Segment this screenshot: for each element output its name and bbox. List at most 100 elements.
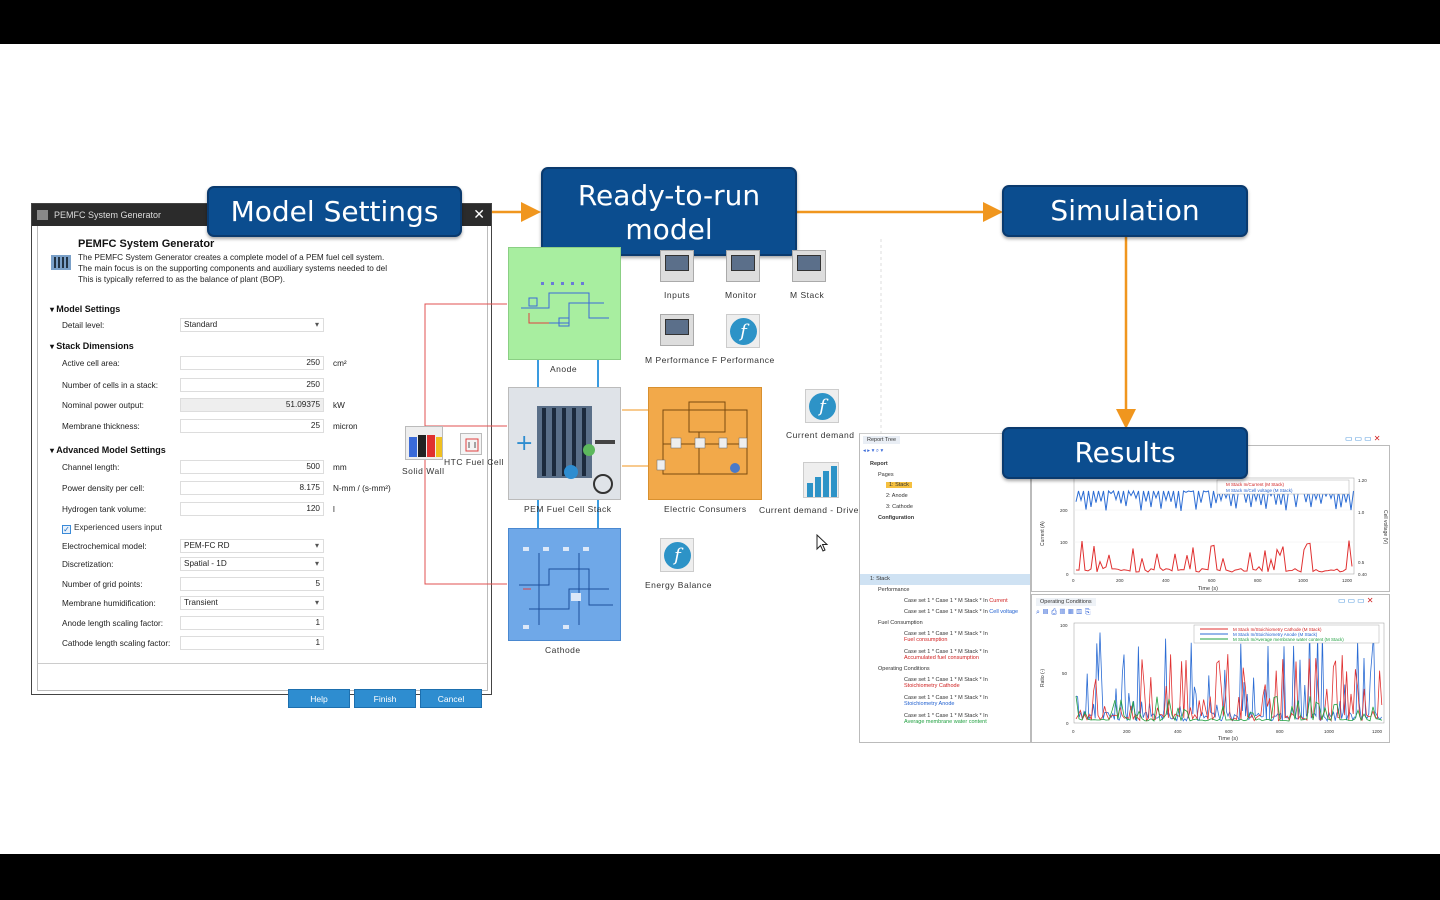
fuel-cell-stack-icon: + <box>515 406 615 494</box>
chart2-legend-cathode: M Stack In/Stoichiometry Cathode (M Stac… <box>1233 627 1322 632</box>
channel-length-unit: mm <box>333 463 347 472</box>
cancel-button[interactable]: Cancel <box>420 689 482 708</box>
stack-node-header <box>860 574 1030 585</box>
tick: 0.40 <box>1358 572 1367 577</box>
experienced-users-checkbox[interactable]: ✓Experienced users input <box>62 523 162 534</box>
tree-item-report[interactable]: Report <box>870 461 888 467</box>
svg-text:+: + <box>515 431 533 456</box>
group-fuel-consumption[interactable]: Fuel Consumption <box>878 620 923 626</box>
chart-bars-icon[interactable] <box>803 462 839 498</box>
tick: 800 <box>1276 729 1284 734</box>
mouse-cursor-icon <box>816 534 829 552</box>
discretization-select[interactable]: Spatial - 1D <box>180 557 324 571</box>
electric-consumers-icon <box>656 401 748 475</box>
electric-caption: Electric Consumers <box>664 504 747 514</box>
anode-block[interactable] <box>508 247 621 360</box>
electrochemical-model-label: Electrochemical model: <box>62 542 147 551</box>
active-cell-area-input[interactable]: 250 <box>180 356 324 370</box>
chart2-legend-anode: M Stack In/Stoichiometry Anode (M Stack) <box>1233 632 1318 637</box>
dialog-heading: PEMFC System Generator <box>78 238 215 250</box>
cathode-block[interactable] <box>508 528 621 641</box>
cathode-scaling-input[interactable]: 1 <box>180 636 324 650</box>
section-stack-dimensions[interactable]: Stack Dimensions <box>50 341 134 351</box>
channel-length-label: Channel length: <box>62 463 120 472</box>
m-stack-caption: M Stack <box>790 290 825 300</box>
section-advanced-settings[interactable]: Advanced Model Settings <box>50 445 166 455</box>
group-operating-conditions[interactable]: Operating Conditions <box>878 666 930 672</box>
help-button[interactable]: Help <box>288 689 350 708</box>
current-demand-caption: Current demand <box>786 430 855 440</box>
results-banner: Results <box>1002 427 1248 479</box>
electric-consumers-block[interactable] <box>648 387 762 500</box>
ready-line-1: Ready-to-run <box>577 179 761 212</box>
membrane-thickness-label: Membrane thickness: <box>62 422 140 431</box>
tick: 600 <box>1225 729 1233 734</box>
detail-level-label: Detail level: <box>62 321 105 330</box>
htc-icon <box>465 438 479 452</box>
desc-line: The PEMFC System Generator creates a com… <box>78 253 385 262</box>
tree-item-anode[interactable]: 2: Anode <box>886 493 908 499</box>
nominal-power-readonly: 51.09375 <box>180 398 324 412</box>
tree-item-configuration[interactable]: Configuration <box>878 515 915 521</box>
tree-item-stack[interactable]: 1: Stack <box>886 482 912 488</box>
anode-scaling-input[interactable]: 1 <box>180 616 324 630</box>
function-icon[interactable]: f <box>805 389 839 423</box>
chart1-svg: M Stack In/Current (M Stack) M Stack In/… <box>1040 477 1388 592</box>
tree-item-pages[interactable]: Pages <box>878 472 894 478</box>
monitor-caption: Monitor <box>725 290 757 300</box>
tick: 1000 <box>1298 578 1309 583</box>
tick: 50 <box>1062 671 1068 676</box>
membrane-thickness-unit: micron <box>333 422 358 431</box>
group-performance[interactable]: Performance <box>878 587 910 593</box>
series-entry[interactable]: Case set 1 * Case 1 * M Stack * In Cell … <box>904 609 1019 615</box>
membrane-thickness-input[interactable]: 25 <box>180 419 324 433</box>
function-icon[interactable]: f <box>660 538 694 572</box>
operating-conditions-tab[interactable]: Operating Conditions <box>1036 598 1096 606</box>
finish-button[interactable]: Finish <box>354 689 416 708</box>
section-model-settings[interactable]: Model Settings <box>50 304 120 314</box>
power-density-input[interactable]: 8.175 <box>180 481 324 495</box>
solid-wall-block[interactable] <box>405 426 443 460</box>
power-density-label: Power density per cell: <box>62 484 145 493</box>
chart1-legend-current: M Stack In/Current (M Stack) <box>1226 482 1285 487</box>
discretization-label: Discretization: <box>62 560 114 569</box>
stack-node[interactable]: 1: Stack <box>870 576 890 582</box>
experienced-users-label: Experienced users input <box>74 523 162 532</box>
electrochemical-model-select[interactable]: PEM-FC RD <box>180 539 324 553</box>
chart-toolbar[interactable]: ⌕▤⎙▥▦▧⎘ <box>1036 609 1094 616</box>
grid-points-label: Number of grid points: <box>62 580 143 589</box>
cells-in-stack-input[interactable]: 250 <box>180 378 324 392</box>
h2-tank-volume-unit: l <box>333 505 335 514</box>
membrane-humidification-select[interactable]: Transient <box>180 596 324 610</box>
channel-length-input[interactable]: 500 <box>180 460 324 474</box>
active-cell-area-label: Active cell area: <box>62 359 120 368</box>
window-controls[interactable]: ▭▭▭✕ <box>1338 596 1376 605</box>
series-entry[interactable]: Case set 1 * Case 1 * M Stack * In Curre… <box>904 598 1008 604</box>
function-icon[interactable]: f <box>726 314 760 348</box>
tree-item-cathode[interactable]: 3: Cathode <box>886 504 913 510</box>
monitor-icon[interactable] <box>660 250 694 282</box>
report-tree-tab[interactable]: Report Tree <box>863 436 901 444</box>
toolbar-icons[interactable]: ◂ ▸ ▾ ⌕ ▾ <box>863 448 884 454</box>
fuel-cell-stack-block[interactable]: + <box>508 387 621 500</box>
dialog-description: The PEMFC System Generator creates a com… <box>78 252 418 285</box>
monitor-icon[interactable] <box>726 250 760 282</box>
close-icon[interactable]: ✕ <box>473 206 485 222</box>
h2-tank-volume-input[interactable]: 120 <box>180 502 324 516</box>
tick: 0 <box>1072 578 1075 583</box>
grid-points-input[interactable]: 5 <box>180 577 324 591</box>
tick: 0 <box>1066 721 1069 726</box>
detail-level-select[interactable]: Standard <box>180 318 324 332</box>
htc-fuel-cell-block[interactable] <box>460 433 482 455</box>
m-performance-caption: M Performance <box>645 355 710 365</box>
current-demand-drive-caption: Current demand - Drive <box>759 505 859 515</box>
monitor-icon[interactable] <box>660 314 694 346</box>
window-controls[interactable]: ▭▭▭✕ <box>1345 434 1383 443</box>
ready-line-2: model <box>625 213 713 246</box>
monitor-icon[interactable] <box>792 250 826 282</box>
